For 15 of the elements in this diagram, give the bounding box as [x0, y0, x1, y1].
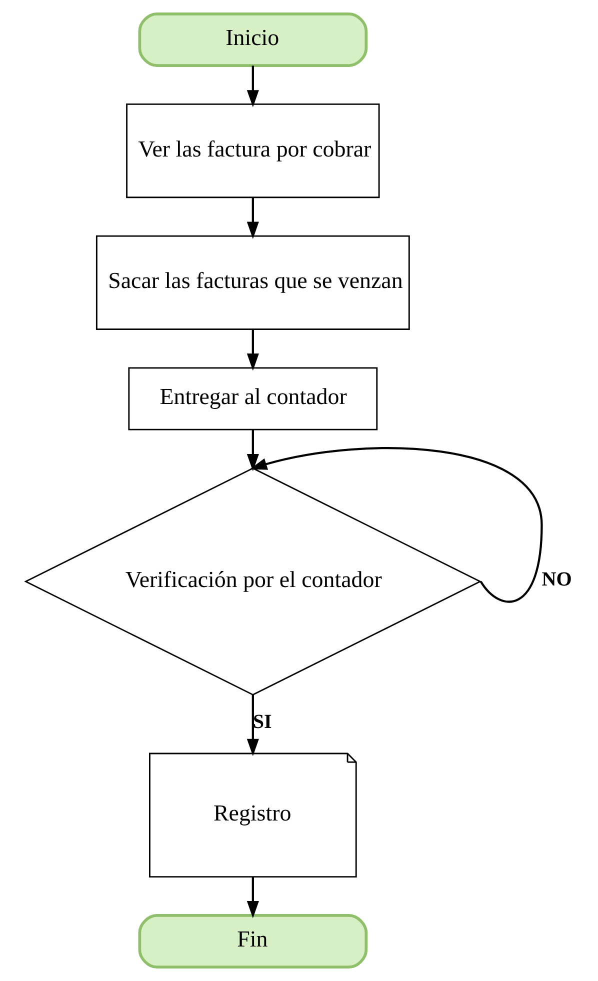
node-box: Sacar las facturas que se venzan — [95, 235, 410, 330]
edge-label: NO — [541, 568, 572, 590]
arrow — [246, 66, 258, 108]
node-box: Fin — [138, 914, 368, 969]
node-diamond: Verificación por el contador — [24, 467, 482, 696]
node-box: Ver las factura por cobrar — [126, 104, 380, 198]
arrow — [246, 330, 258, 371]
arrow — [246, 430, 258, 472]
arrow — [246, 877, 258, 918]
edge-label: SI — [252, 711, 272, 734]
arrow — [246, 694, 258, 756]
node-box: Entregar al contador — [128, 367, 378, 430]
arrow — [246, 198, 258, 239]
node-box: Inicio — [138, 12, 368, 67]
arrow — [249, 447, 542, 603]
